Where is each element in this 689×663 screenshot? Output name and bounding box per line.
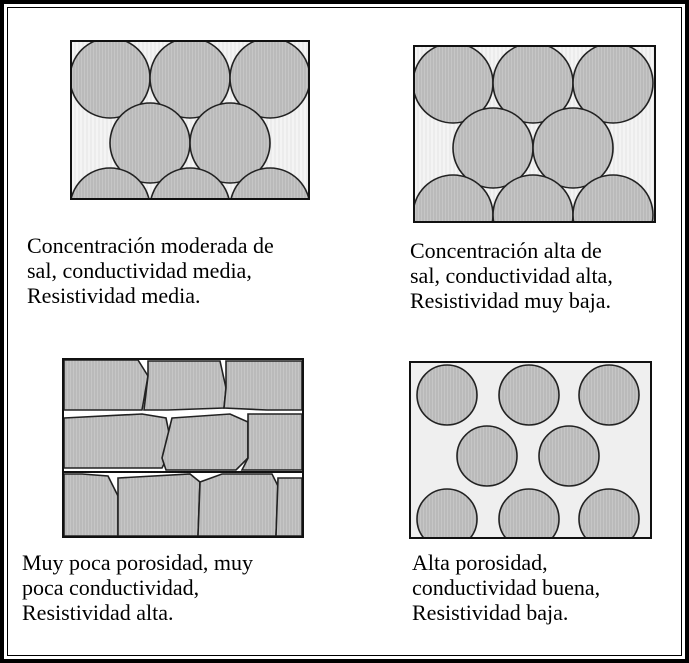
caption-high-porosity: Alta porosidad, conductividad buena, Res… <box>412 550 600 625</box>
caption-line: Resistividad muy baja. <box>410 288 612 313</box>
caption-line: conductividad buena, <box>412 575 601 600</box>
caption-line: Concentración moderada de <box>27 233 274 258</box>
caption-line: Alta porosidad, <box>412 550 548 575</box>
caption-line: Concentración alta de <box>410 238 602 263</box>
grain-diagram-high-porosity <box>409 361 652 539</box>
caption-high-salt: Concentración alta de sal, conductividad… <box>410 238 613 313</box>
caption-line: Muy poca porosidad, muy <box>22 550 253 575</box>
panel-high-salt <box>413 45 656 223</box>
caption-line: sal, conductividad media, <box>27 258 252 283</box>
caption-line: Resistividad baja. <box>412 600 569 625</box>
caption-line: poca conductividad, <box>22 575 200 600</box>
caption-line: Resistividad media. <box>27 283 201 308</box>
caption-low-porosity: Muy poca porosidad, muy poca conductivid… <box>22 550 253 625</box>
grain-diagram-moderate-salt <box>70 40 310 200</box>
caption-moderate-salt: Concentración moderada de sal, conductiv… <box>27 233 274 308</box>
panel-low-porosity <box>62 358 304 538</box>
panel-moderate-salt <box>70 40 310 200</box>
caption-line: Resistividad alta. <box>22 600 174 625</box>
panel-high-porosity <box>409 361 652 539</box>
caption-line: sal, conductividad alta, <box>410 263 613 288</box>
grain-diagram-low-porosity <box>62 358 304 538</box>
grain-diagram-high-salt <box>413 45 656 223</box>
inner-frame <box>7 7 682 656</box>
